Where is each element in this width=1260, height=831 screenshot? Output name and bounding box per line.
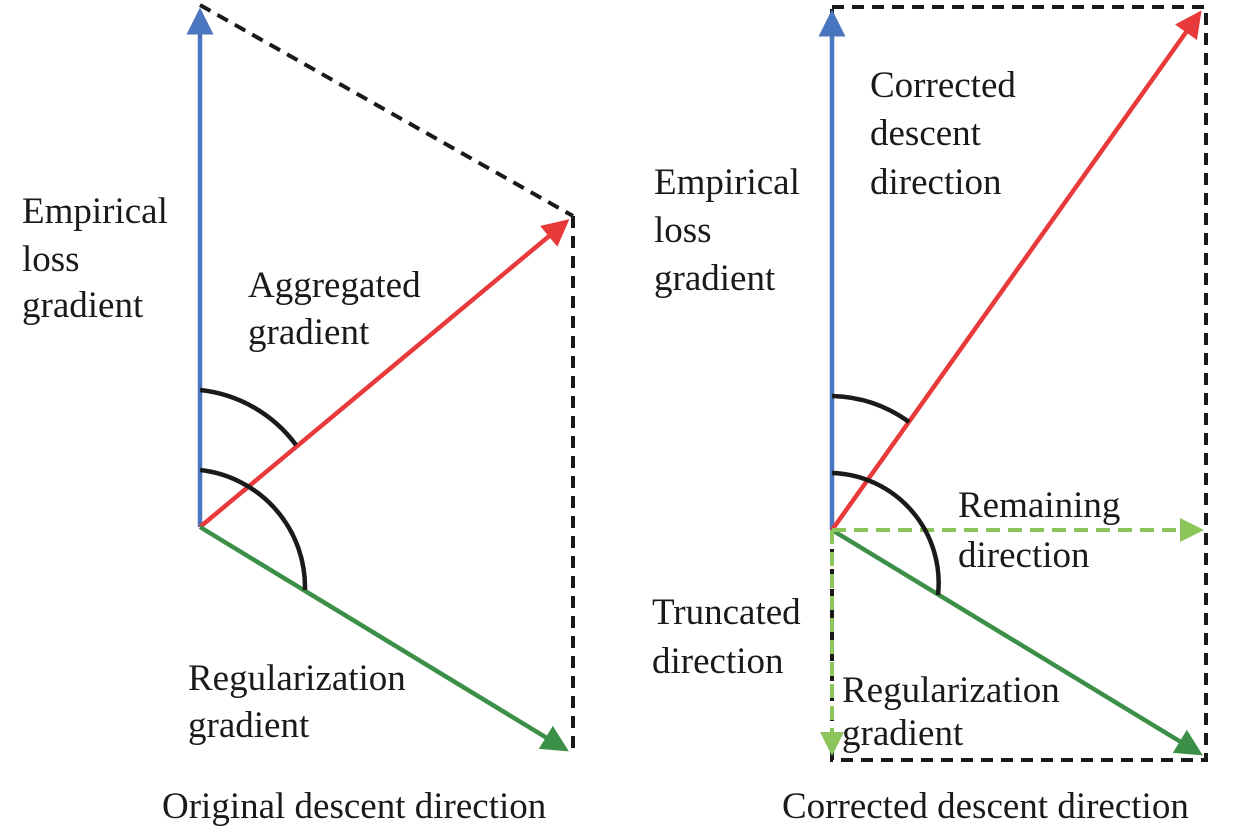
left-regularization-gradient-arrow: [198, 525, 569, 752]
right-panel: Corrected descent direction Empirical lo…: [652, 5, 1208, 827]
left-aggregated-gradient-arrow: [198, 219, 570, 529]
left-angle-arc-outer: [199, 467, 308, 591]
right-dashed-box: [830, 5, 1208, 762]
left-dashed-top: [199, 3, 574, 218]
left-caption: Original descent direction: [162, 786, 546, 827]
left-regularization-label: Regularization gradient: [188, 658, 415, 746]
right-truncated-label: Truncated direction: [652, 592, 810, 682]
right-caption: Corrected descent direction: [782, 786, 1189, 827]
right-remaining-label: Remaining direction: [958, 485, 1130, 576]
right-angle-arc-inner: [831, 393, 911, 424]
right-empirical-label: Empirical loss gradient: [654, 162, 809, 299]
left-empirical-label: Empirical loss gradient: [22, 191, 177, 326]
right-corrected-label: Corrected descent direction: [870, 65, 1025, 203]
left-aggregated-label: Aggregated gradient: [248, 265, 430, 353]
right-regularization-label: Regularization gradient: [842, 670, 1069, 754]
right-corrected-direction-arrow: [830, 10, 1202, 532]
left-panel: Empirical loss gradient Aggregated gradi…: [22, 3, 575, 827]
right-regularization-gradient-arrow: [830, 528, 1203, 756]
left-angle-arc-inner: [199, 387, 298, 447]
right-angle-arc-outer: [831, 470, 941, 596]
